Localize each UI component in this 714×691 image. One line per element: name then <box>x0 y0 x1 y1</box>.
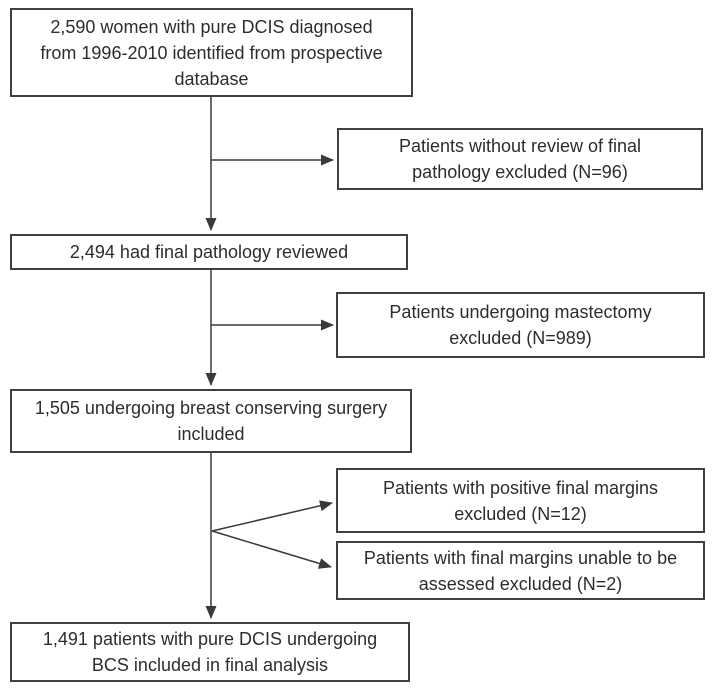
box-label: Patients with final margins unable to be… <box>363 547 678 594</box>
box-label: 2,494 had final pathology reviewed <box>69 242 349 262</box>
box-excluded-margins-not-assessed: Patients with final margins unable to be… <box>336 541 705 600</box>
box-excluded-mastectomy: Patients undergoing mastectomy excluded … <box>336 292 705 358</box>
box-excluded-positive-margins: Patients with positive final margins exc… <box>336 468 705 533</box>
box-label: 1,505 undergoing breast conserving surge… <box>34 398 388 444</box>
arrow-branch-margins-not-assessed <box>211 530 332 569</box>
box-label: Patients undergoing mastectomy excluded … <box>389 302 652 348</box>
box-bcs-included: 1,505 undergoing breast conserving surge… <box>10 389 412 453</box>
box-label: Patients without review of final patholo… <box>398 136 642 182</box>
arrow-branch-positive-margins <box>211 500 333 532</box>
box-label: 1,491 patients with pure DCIS undergoing… <box>42 629 378 675</box>
box-label: Patients with positive final margins exc… <box>382 477 659 524</box>
box-cohort-identified: 2,590 women with pure DCIS diagnosed fro… <box>10 8 413 97</box>
box-label: 2,590 women with pure DCIS diagnosed fro… <box>40 16 383 89</box>
box-pathology-reviewed: 2,494 had final pathology reviewed <box>10 234 408 270</box>
box-final-analysis: 1,491 patients with pure DCIS undergoing… <box>10 622 410 682</box>
box-excluded-no-pathology-review: Patients without review of final patholo… <box>337 128 703 190</box>
